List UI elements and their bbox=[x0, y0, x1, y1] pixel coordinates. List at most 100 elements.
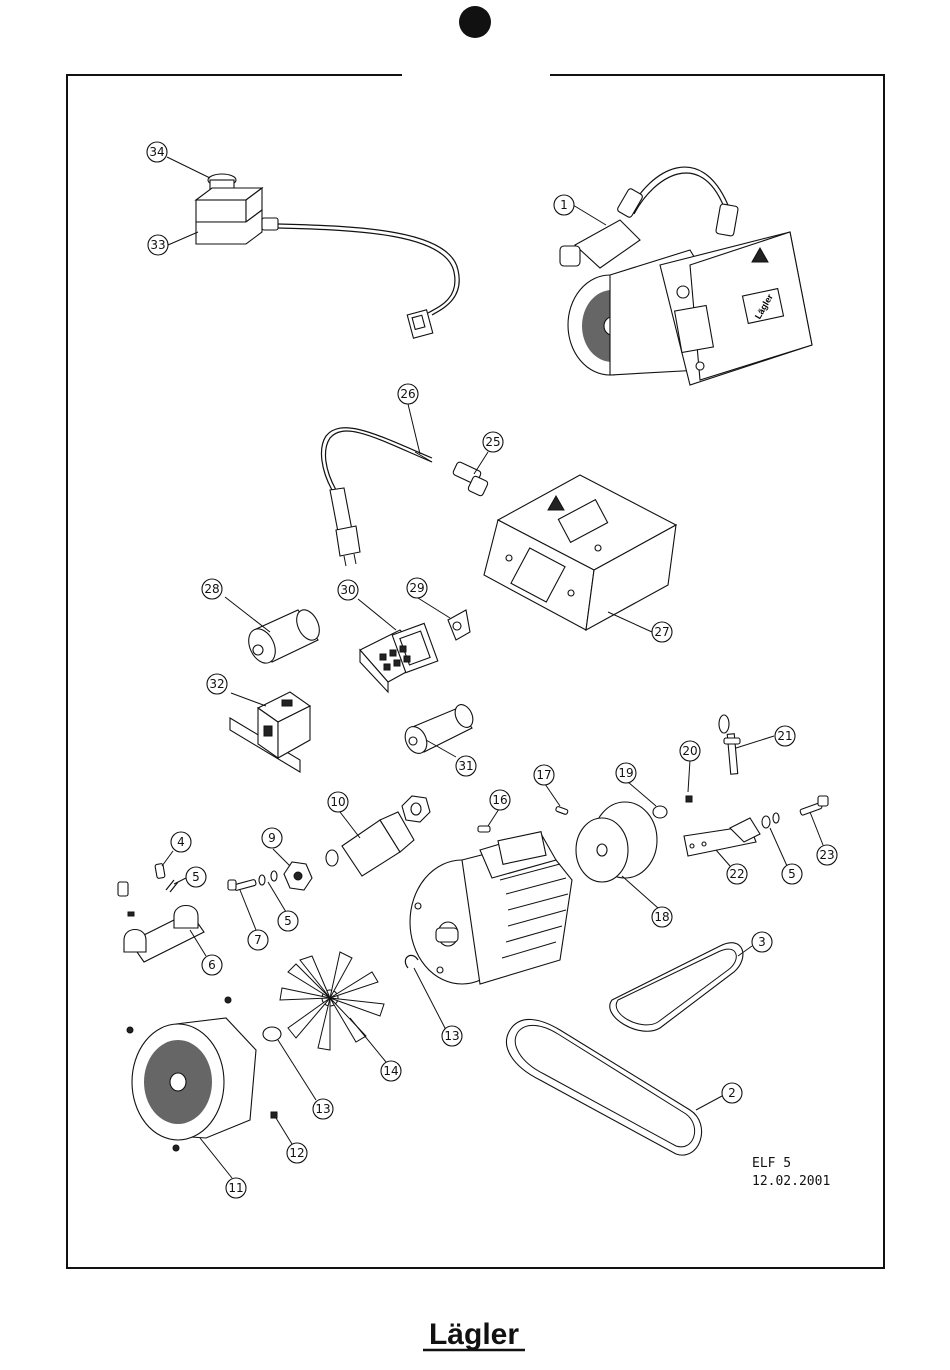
callout-25: 25 bbox=[483, 432, 503, 452]
callout-label: 1 bbox=[560, 198, 568, 212]
callout-16: 16 bbox=[490, 790, 510, 810]
circlip-13-left bbox=[263, 1027, 281, 1041]
fan-cover bbox=[127, 997, 256, 1151]
control-box bbox=[484, 475, 676, 630]
callout-10: 10 bbox=[328, 792, 348, 812]
callout-11: 11 bbox=[226, 1178, 246, 1198]
callout-label: 18 bbox=[654, 910, 669, 924]
bracket bbox=[684, 818, 760, 856]
callout-26: 26 bbox=[398, 384, 418, 404]
callout-17: 17 bbox=[534, 765, 554, 785]
registration-dot bbox=[459, 6, 491, 38]
callout-label: 13 bbox=[315, 1102, 330, 1116]
callout-label: 5 bbox=[192, 870, 200, 884]
callout-label: 16 bbox=[492, 793, 507, 807]
callout-1: 1 bbox=[554, 195, 574, 215]
callout-label: 23 bbox=[819, 848, 834, 862]
callout-2: 2 bbox=[722, 1083, 742, 1103]
callout-label: 7 bbox=[254, 933, 262, 947]
callout-label: 17 bbox=[536, 768, 551, 782]
circlip-13-right bbox=[405, 955, 418, 968]
fan-impeller bbox=[280, 952, 384, 1050]
pendant-switch bbox=[196, 174, 459, 338]
callout-label: 25 bbox=[485, 435, 500, 449]
callout-label: 12 bbox=[289, 1146, 304, 1160]
callout-label: 29 bbox=[409, 581, 424, 595]
callout-31: 31 bbox=[456, 756, 476, 776]
callout-label: 22 bbox=[729, 867, 744, 881]
callout-label: 30 bbox=[340, 583, 355, 597]
callout-19: 19 bbox=[616, 763, 636, 783]
callout-label: 14 bbox=[383, 1064, 398, 1078]
v-belt-large bbox=[507, 1019, 702, 1155]
contactor bbox=[230, 692, 310, 772]
v-belt-small bbox=[610, 943, 743, 1031]
callout-14: 14 bbox=[381, 1061, 401, 1081]
washer-5-right-b bbox=[773, 813, 779, 823]
rotary-switch bbox=[360, 623, 438, 692]
callout-18: 18 bbox=[652, 907, 672, 927]
callout-5-right: 5 bbox=[782, 864, 802, 884]
callout-label: 5 bbox=[788, 867, 796, 881]
washer-5-mid bbox=[259, 875, 265, 885]
switch-knob bbox=[448, 610, 470, 640]
callout-34: 34 bbox=[147, 142, 167, 162]
callout-label: 20 bbox=[682, 744, 697, 758]
callout-label: 9 bbox=[268, 831, 276, 845]
callout-label: 6 bbox=[208, 958, 216, 972]
callout-5-mid: 5 bbox=[278, 911, 298, 931]
footer-brand-text: Lägler bbox=[429, 1318, 519, 1351]
eye-bolt bbox=[719, 715, 740, 774]
pulley bbox=[576, 802, 657, 882]
motor-body bbox=[410, 832, 572, 984]
capacitor-large bbox=[244, 606, 324, 667]
callout-3: 3 bbox=[752, 932, 772, 952]
callout-5-left: 5 bbox=[186, 867, 206, 887]
callout-label: 31 bbox=[458, 759, 473, 773]
callout-label: 13 bbox=[444, 1029, 459, 1043]
callout-label: 32 bbox=[209, 677, 224, 691]
callout-22: 22 bbox=[727, 864, 747, 884]
callout-label: 4 bbox=[177, 835, 185, 849]
callout-9: 9 bbox=[262, 828, 282, 848]
motor-assembly: Lägler bbox=[560, 167, 812, 385]
callout-30: 30 bbox=[338, 580, 358, 600]
callout-21: 21 bbox=[775, 726, 795, 746]
power-cable-plug bbox=[321, 428, 432, 566]
screw-7 bbox=[228, 879, 256, 890]
callout-label: 3 bbox=[758, 935, 766, 949]
callout-label: 28 bbox=[204, 582, 219, 596]
callout-33: 33 bbox=[148, 235, 168, 255]
drawing-date: 12.02.2001 bbox=[752, 1174, 830, 1189]
washer-5-right bbox=[762, 816, 770, 828]
callout-label: 27 bbox=[654, 625, 669, 639]
callout-label: 33 bbox=[150, 238, 165, 252]
callout-6: 6 bbox=[202, 955, 222, 975]
callout-7: 7 bbox=[248, 930, 268, 950]
drawing-id: ELF 5 bbox=[752, 1156, 791, 1171]
screw-20 bbox=[686, 796, 692, 802]
callout-4: 4 bbox=[171, 832, 191, 852]
callout-13-right: 13 bbox=[442, 1026, 462, 1046]
callout-label: 21 bbox=[777, 729, 792, 743]
footer-logo: Lägler bbox=[423, 1318, 525, 1351]
callout-27: 27 bbox=[652, 622, 672, 642]
screw-12 bbox=[271, 1112, 277, 1118]
callout-12: 12 bbox=[287, 1143, 307, 1163]
cable-gland bbox=[452, 461, 488, 496]
nut-9 bbox=[284, 862, 312, 890]
callout-label: 11 bbox=[228, 1181, 243, 1195]
callout-32: 32 bbox=[207, 674, 227, 694]
callout-label: 2 bbox=[728, 1086, 736, 1100]
callout-28: 28 bbox=[202, 579, 222, 599]
callout-label: 19 bbox=[618, 766, 633, 780]
key-17 bbox=[555, 806, 568, 815]
key-16 bbox=[478, 826, 490, 832]
washer-5-mid-b bbox=[271, 871, 277, 881]
callout-23: 23 bbox=[817, 845, 837, 865]
callout-29: 29 bbox=[407, 578, 427, 598]
callout-label: 10 bbox=[330, 795, 345, 809]
washer-19 bbox=[653, 806, 667, 818]
callout-label: 26 bbox=[400, 387, 415, 401]
